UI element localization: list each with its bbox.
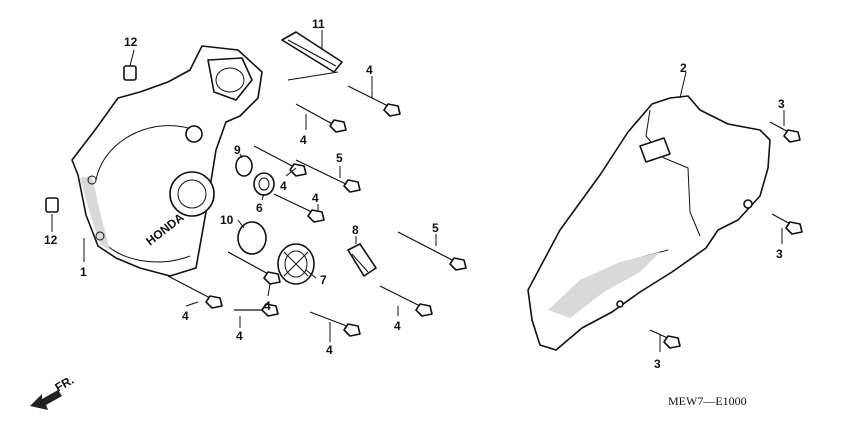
callout-3-middle: 3 xyxy=(776,247,783,261)
callout-labels: 1 2 3 3 3 4 4 4 4 4 4 4 4 4 5 5 6 7 8 9 … xyxy=(44,17,785,371)
breather-plate xyxy=(281,31,343,73)
callout-3-bottom: 3 xyxy=(654,357,661,371)
callout-5-b: 5 xyxy=(432,221,439,235)
callout-4-b: 4 xyxy=(300,133,307,147)
callout-4-g: 4 xyxy=(236,329,243,343)
callout-12-top: 12 xyxy=(124,35,138,49)
callout-3-top: 3 xyxy=(778,97,785,111)
hole-cap xyxy=(277,243,315,285)
dowel-pin-lower xyxy=(45,197,59,213)
callout-10: 10 xyxy=(220,213,234,227)
left-crankcase-cover: HONDA xyxy=(71,45,263,277)
front-direction-indicator: FR. xyxy=(30,373,76,410)
callout-4-h: 4 xyxy=(326,343,333,357)
callout-4-d: 4 xyxy=(312,191,319,205)
callout-2: 2 xyxy=(680,61,687,75)
bolts xyxy=(167,85,803,349)
transmission-cover-shroud xyxy=(527,95,771,351)
callout-8: 8 xyxy=(352,223,359,237)
callout-9: 9 xyxy=(234,143,241,157)
o-ring-small xyxy=(235,155,253,177)
callout-4-f: 4 xyxy=(182,309,189,323)
callout-4-a: 4 xyxy=(366,63,373,77)
callout-5-a: 5 xyxy=(336,151,343,165)
callout-12-bottom: 12 xyxy=(44,233,58,247)
hose-clamp xyxy=(347,243,377,277)
callout-4-e: 4 xyxy=(264,299,271,313)
front-arrow-icon xyxy=(30,390,62,410)
dowel-pin-upper xyxy=(123,65,137,81)
callout-11: 11 xyxy=(312,17,325,31)
diagram-code: MEW7—E1000 xyxy=(668,394,747,408)
callout-7: 7 xyxy=(320,273,327,287)
callout-4-i: 4 xyxy=(394,319,401,333)
timing-hole-plug xyxy=(253,172,275,196)
callout-6: 6 xyxy=(256,201,263,215)
leader-lines xyxy=(51,30,785,352)
callout-4-c: 4 xyxy=(280,179,287,193)
callout-1: 1 xyxy=(80,265,87,279)
o-ring-large xyxy=(237,221,267,255)
